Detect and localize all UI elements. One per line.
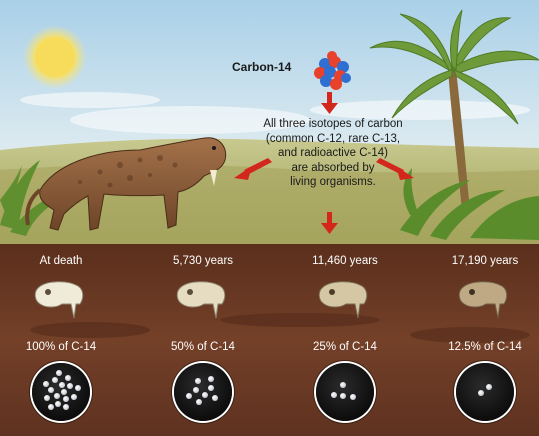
sun-icon [23,25,87,89]
carbon-14-atom-dot [186,393,193,400]
arrow-left-to-cat [234,158,272,180]
caption-line: and radioactive C-14) [278,147,388,159]
carbon-14-atom-dot [52,377,58,384]
stage-percent-1: 50% of C-14 [171,341,235,353]
saber-tooth-cat [25,137,227,231]
isotope-label: Carbon-14 [232,60,292,74]
stage-time-0: At death [39,255,83,267]
carbon-14-atom-dot [67,383,74,390]
carbon-14-atom-dot [61,389,68,395]
carbon-14-atom-dot [53,392,60,399]
carbon-14-atom-dot [486,383,493,390]
skull-icon [458,281,508,319]
stage-time-3: 17,190 years [451,255,519,267]
fern-left [0,160,70,236]
carbon-14-atom-dot [75,385,82,392]
caption-line: living organisms. [290,176,376,188]
carbon-14-atom-dot [63,396,70,403]
arrow-right-to-plants [376,158,414,180]
skull-icon [34,281,84,319]
caption-line: are absorbed by [291,161,375,174]
caption-line: (common C-12, rare C-13, [265,132,401,145]
carbon-14-atom-dot [350,393,357,400]
arrows [234,92,414,234]
isotope-dish-2 [316,363,374,421]
carbon-14-atom-dot [478,389,485,396]
carbon-14-atom-dot [58,381,65,388]
carbon-14-atom-dot [62,404,69,411]
stage-percent-0: 100% of C-14 [25,341,97,353]
carbon-14-atom-dot [64,375,71,382]
arrow-down-to-caption [321,92,338,114]
skull-icon [318,281,368,319]
stage-time-2: 11,460 years [312,255,378,267]
carbon-14-atom-dot [212,394,219,401]
caption-line: All three isotopes of carbon [263,118,403,130]
stage-percent-2: 25% of C-14 [313,341,377,353]
atom-nucleus-icon [314,51,351,90]
stage-time-1: 5,730 years [172,255,234,267]
isotope-dish-1 [174,363,232,421]
carbon-14-atom-dot [331,391,338,398]
carbon-14-atom-dot [207,384,214,391]
isotope-dish-0 [32,363,90,421]
carbon-14-atom-dot [47,403,54,410]
carbon-14-atom-dot [54,400,61,407]
carbon-14-atom-dot [44,394,51,401]
carbon-14-atom-dot [193,387,200,394]
carbon-14-atom-dot [71,393,77,400]
carbon-14-atom-dot [48,387,55,394]
fern-right [400,168,539,240]
carbon-14-atom-dot [195,377,202,384]
carbon-14-atom-dot [43,380,50,387]
carbon-14-atom-dot [339,382,346,388]
carbon-14-atom-dot [340,392,347,399]
palm-tree [369,9,539,210]
absorption-caption: All three isotopes of carbon (common C-1… [238,117,428,190]
skull-icon [176,281,226,319]
carbon-14-atom-dot [202,392,209,399]
arrow-down-to-soil [321,212,338,234]
carbon-14-atom-dot [55,370,62,377]
carbon-14-atom-dot [196,398,203,405]
isotope-dish-3 [456,363,514,421]
clouds [20,92,530,134]
carbon-14-atom-dot [207,375,214,382]
stage-percent-3: 12.5% of C-14 [448,341,522,353]
